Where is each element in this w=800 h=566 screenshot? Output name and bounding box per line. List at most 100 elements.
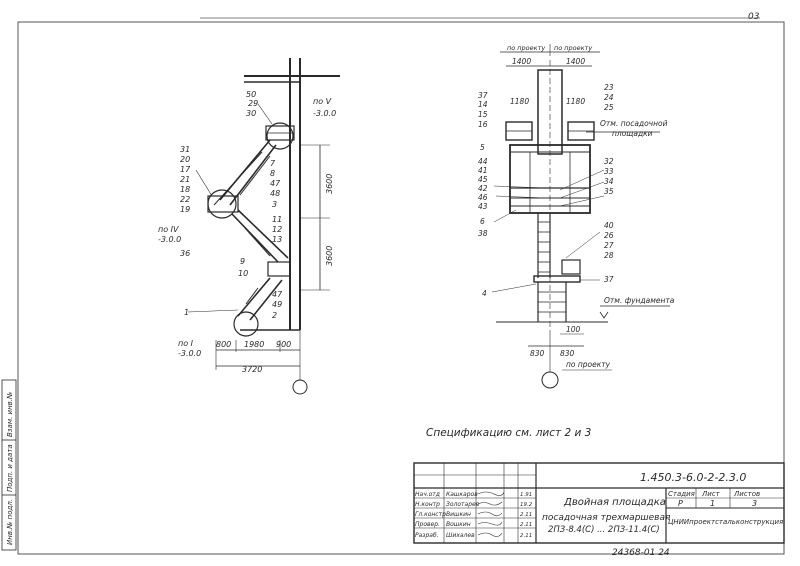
left-callout-49: 49 (272, 300, 282, 309)
signature-4 (477, 521, 503, 526)
dim-3720: 3720 (242, 365, 262, 374)
dim-100: 100 (566, 325, 581, 334)
date-4: 2.11 (520, 522, 532, 528)
date-1: 1.91 (520, 492, 532, 498)
sheet-frame (17, 21, 785, 555)
signature-2 (477, 501, 503, 506)
mark-platform: Отм. посадочной (600, 119, 668, 128)
callout-4: 4 (482, 289, 487, 298)
left-callout-18: 18 (180, 185, 190, 194)
role-4: Провер. (415, 521, 440, 528)
name-2: Золотарев (446, 501, 480, 508)
dim-3600-lower: 3600 (325, 246, 334, 266)
sheets-label: Листов (733, 490, 760, 498)
callout-40: 40 (604, 221, 614, 230)
left-callout-50: 50 (246, 90, 256, 99)
left-callout-8: 8 (270, 169, 275, 178)
level-top: по V (313, 97, 332, 106)
date-2: 19.2 (520, 502, 533, 508)
role-3: Гл.констр (415, 511, 446, 518)
title-line1: Двойная площадка (563, 497, 666, 508)
level-top-value: -3.0.0 (313, 109, 336, 118)
title-line3: 2ПЗ-8.4(С) ... 2ПЗ-11.4(С) (548, 525, 660, 535)
name-1: Кашкаров (446, 491, 478, 498)
signature-5 (477, 532, 503, 537)
callout-37b: 37 (604, 275, 614, 284)
callout-37a: 37 (478, 91, 488, 100)
stamp-replace: Взам. инв.№ (6, 392, 14, 437)
date-3: 2.11 (520, 512, 532, 518)
dim-1980: 1980 (244, 340, 264, 349)
corner-mark: 03 (748, 12, 760, 22)
sheets-value: 3 (752, 499, 757, 508)
left-elevation (187, 58, 340, 395)
sheet-value: 1 (710, 499, 715, 508)
role-1: Нач.отд (415, 491, 440, 498)
callout-16: 16 (478, 120, 488, 129)
hdr-right: по проекту (554, 44, 592, 52)
callout-15: 15 (478, 110, 488, 119)
callout-33: 33 (604, 167, 614, 176)
title-line2: посадочная трехмаршевая (542, 513, 671, 523)
dim-830-right: 830 (560, 349, 575, 358)
left-callout-48: 48 (270, 189, 280, 198)
left-callout-22: 22 (180, 195, 190, 204)
left-callout-13: 13 (272, 235, 282, 244)
title-block: 1.450.3-6.0-2-2.3.0 Двойная площадка пос… (413, 462, 785, 544)
by-project: по проекту (566, 360, 611, 369)
name-4: Вошкин (446, 521, 471, 528)
level-bottom: по I (178, 339, 194, 348)
callout-38: 38 (478, 229, 488, 238)
date-5: 2.11 (520, 533, 532, 539)
stamp-inv: Инв.№ подл. (6, 499, 14, 545)
level-mid-value: -3.0.0 (158, 235, 181, 244)
callout-41: 41 (478, 166, 488, 175)
left-callout-21: 21 (180, 175, 190, 184)
left-callout-31: 31 (180, 145, 190, 154)
left-callout-12: 12 (272, 225, 282, 234)
callout-46: 46 (478, 193, 488, 202)
callout-24: 24 (604, 93, 614, 102)
callout-32: 32 (604, 157, 614, 166)
callout-25: 25 (604, 103, 614, 112)
doc-number: 24368-01 24 (612, 548, 670, 558)
left-callout-19: 19 (180, 205, 190, 214)
callout-34: 34 (604, 177, 614, 186)
spec-note: Спецификацию см. лист 2 и 3 (426, 427, 591, 439)
doc-code: 1.450.3-6.0-2-2.3.0 (640, 471, 746, 484)
callout-14: 14 (478, 100, 488, 109)
callout-45: 45 (478, 175, 488, 184)
level-bottom-value: -3.0.0 (178, 349, 201, 358)
mark-foundation: Отм. фундамента (604, 296, 675, 305)
dim-900: 900 (276, 340, 291, 349)
side-stamp: Инв.№ подл. Подп. и дата Взам. инв.№ (1, 379, 17, 551)
right-labels: по проекту по проекту 1400 1400 1180 118… (478, 44, 675, 369)
stage-label: Стадия (668, 490, 695, 498)
left-callout-11: 11 (272, 215, 282, 224)
signature-1 (477, 491, 505, 496)
left-callout-3: 3 (272, 200, 277, 209)
dim-800: 800 (216, 340, 231, 349)
level-mid: по IV (158, 225, 179, 234)
callout-6: 6 (480, 217, 485, 226)
callout-27: 27 (604, 241, 614, 250)
role-5: Разраб. (415, 532, 439, 539)
dim-1180-right: 1180 (566, 97, 585, 106)
left-callout-10: 10 (238, 269, 248, 278)
callout-35: 35 (604, 187, 614, 196)
stamp-sign: Подп. и дата (6, 444, 14, 492)
left-callout-7: 7 (270, 159, 276, 168)
signature-3 (477, 511, 503, 517)
hdr-left: по проекту (507, 44, 545, 52)
left-callout-36: 36 (180, 249, 190, 258)
left-callout-17: 17 (180, 165, 191, 174)
callout-5: 5 (480, 143, 485, 152)
dim-1400-left: 1400 (512, 57, 531, 66)
dim-3600-upper: 3600 (325, 174, 334, 194)
left-labels: 50 29 30 по V -3.0.0 31 20 17 21 18 22 1… (158, 90, 336, 374)
callout-42: 42 (478, 184, 488, 193)
role-2: Н.контр (415, 501, 440, 508)
left-callout-30: 30 (246, 109, 256, 118)
